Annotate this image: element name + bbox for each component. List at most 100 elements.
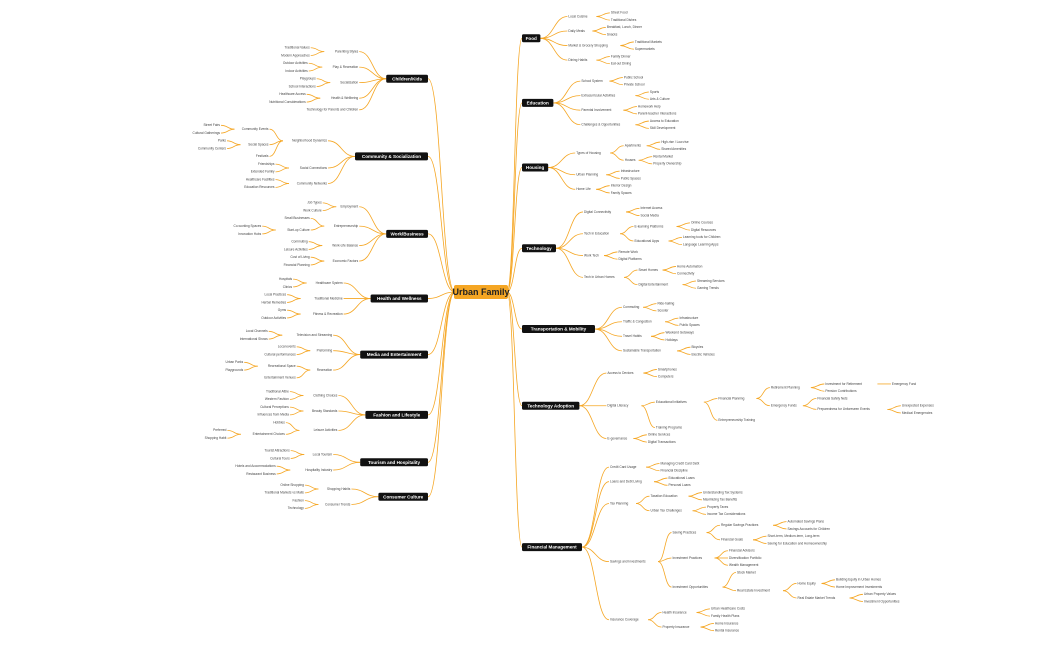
- node-arts-culture[interactable]: Arts & Culture: [650, 97, 670, 101]
- node-preparedness-for-unforeseen-events[interactable]: Preparedness for Unforeseen Events: [817, 407, 870, 411]
- node-work-life-balance[interactable]: Work-Life Balance: [332, 243, 358, 247]
- node-shopping-habits[interactable]: Shopping Habits: [327, 487, 351, 491]
- node-fitness-recreation[interactable]: Fitness & Recreation: [313, 312, 343, 316]
- node-outdoor-activities[interactable]: Outdoor Activities: [261, 316, 286, 320]
- node-gaming-trends[interactable]: Gaming Trends: [697, 286, 719, 290]
- node-home-improvement-investments[interactable]: Home Improvement Investments: [836, 585, 882, 589]
- node-family-spaces[interactable]: Family Spaces: [611, 191, 632, 195]
- node-shared-amenities[interactable]: Shared Amenities: [661, 147, 686, 151]
- node-clinics[interactable]: Clinics: [283, 285, 293, 289]
- node-gyms[interactable]: Gyms: [278, 308, 287, 312]
- node-tourist-attractions[interactable]: Tourist Attractions: [265, 449, 291, 453]
- branch-children-kids[interactable]: Children/Kids: [386, 74, 428, 83]
- node-outdoor-activities[interactable]: Outdoor Activities: [283, 61, 308, 65]
- node-property-ownership[interactable]: Property Ownership: [653, 162, 681, 166]
- node-family-dinner[interactable]: Family Dinner: [611, 54, 632, 58]
- node-neighborhood-dynamics[interactable]: Neighborhood Dynamics: [292, 139, 327, 143]
- node-emergency-funds[interactable]: Emergency Funds: [771, 404, 797, 408]
- node-shopping-habit[interactable]: Shopping Habit: [205, 436, 227, 440]
- node-socialization[interactable]: Socialization: [340, 81, 358, 85]
- node-eat-out-dining[interactable]: Eat-out Dining: [611, 62, 631, 66]
- node-economic-factors[interactable]: Economic Factors: [333, 259, 359, 263]
- node-skill-development[interactable]: Skill Development: [650, 126, 676, 130]
- node-consumer-trends[interactable]: Consumer Trends: [325, 502, 351, 506]
- node-health-insurance[interactable]: Health Insurance: [663, 610, 687, 614]
- node-home-insurance[interactable]: Home Insurance: [715, 621, 739, 625]
- node-health-wellbeing[interactable]: Health & Wellbeing: [331, 96, 358, 100]
- node-influences-from-media[interactable]: Influences from Media: [258, 413, 290, 417]
- node-regular-savings-practices[interactable]: Regular Savings Practices: [721, 523, 759, 527]
- node-stock-market[interactable]: Stock Market: [737, 570, 756, 574]
- node-start-up-culture[interactable]: Start-up Culture: [287, 228, 310, 232]
- node-public-school[interactable]: Public School: [624, 75, 644, 79]
- node-traditional-values[interactable]: Traditional Values: [285, 46, 311, 50]
- node-breakfast-lunch-dinner[interactable]: Breakfast, Lunch, Dinner: [607, 25, 643, 29]
- node-infrastructure[interactable]: Infrastructure: [621, 169, 640, 173]
- node-understanding-tax-systems[interactable]: Understanding Tax Systems: [703, 490, 743, 494]
- node-access-to-devices[interactable]: Access to Devices: [607, 371, 633, 375]
- node-types-of-housing[interactable]: Types of Housing: [576, 151, 601, 155]
- node-public-spaces[interactable]: Public Spaces: [680, 323, 701, 327]
- node-cultural-perceptions[interactable]: Cultural Perceptions: [260, 405, 289, 409]
- node-savings-and-investments[interactable]: Savings and Investments: [610, 559, 646, 563]
- node-urban-property-values[interactable]: Urban Property Values: [864, 592, 896, 596]
- node-social-spaces[interactable]: Social Spaces: [248, 143, 269, 147]
- node-digital-platforms[interactable]: Digital Platforms: [619, 257, 643, 261]
- node-challenges-opportunities[interactable]: Challenges & Opportunities: [581, 123, 620, 127]
- node-street-fairs[interactable]: Street Fairs: [204, 123, 221, 127]
- node-unexpected-expenses[interactable]: Unexpected Expenses: [902, 404, 934, 408]
- node-local-events[interactable]: Local events: [278, 345, 296, 349]
- node-leisure-activities[interactable]: Leisure Activities: [314, 428, 338, 432]
- node-online-services[interactable]: Online Services: [648, 433, 671, 437]
- node-healthcare-facilities[interactable]: Healthcare Facilities: [246, 177, 275, 181]
- node-school-system[interactable]: School System: [581, 79, 603, 83]
- node-computers[interactable]: Computers: [658, 375, 674, 379]
- node-beauty-standards[interactable]: Beauty Standards: [312, 409, 338, 413]
- branch-technology-adoption[interactable]: Technology Adoption: [522, 401, 580, 410]
- node-commuting[interactable]: Commuting: [623, 305, 640, 309]
- node-training-programs[interactable]: Training Programs: [656, 425, 683, 429]
- node-hotels-and-accommodations[interactable]: Hotels and Accommodations: [235, 464, 276, 468]
- node-cultural-gatherings[interactable]: Cultural Gatherings: [193, 131, 221, 135]
- node-wealth-management[interactable]: Wealth Management: [729, 563, 758, 567]
- node-online-courses[interactable]: Online Courses: [691, 221, 713, 225]
- node-local-cuisine[interactable]: Local Cuisine: [568, 14, 587, 18]
- node-home-automation[interactable]: Home Automation: [677, 264, 703, 268]
- branch-transportation-mobility[interactable]: Transportation & Mobility: [522, 325, 595, 334]
- node-language-learning-apps[interactable]: Language Learning Apps: [683, 242, 719, 246]
- node-hospitals[interactable]: Hospitals: [279, 277, 293, 281]
- node-investment-for-retirement[interactable]: Investment for Retirement: [825, 382, 862, 386]
- root-node[interactable]: Urban Family: [452, 285, 510, 299]
- node-holidays[interactable]: Holidays: [666, 338, 679, 342]
- node-community-events[interactable]: Community Events: [242, 127, 269, 131]
- node-social-media[interactable]: Social Media: [641, 213, 659, 217]
- node-tech-in-education[interactable]: Tech in Education: [584, 232, 609, 236]
- node-traditional-medicine[interactable]: Traditional Medicine: [314, 296, 343, 300]
- node-insurance-coverage[interactable]: Insurance Coverage: [610, 618, 639, 622]
- node-homework-help[interactable]: Homework Help: [638, 104, 661, 108]
- node-western-fashion[interactable]: Western Fashion: [265, 397, 289, 401]
- node-fashion[interactable]: Fashion: [293, 498, 305, 502]
- node-managing-credit-card-debt[interactable]: Managing Credit Card Debt: [661, 461, 700, 465]
- node-loans-and-debt-living[interactable]: Loans and Debt Living: [610, 480, 642, 484]
- node-commuting[interactable]: Commuting: [291, 240, 308, 244]
- node-private-school[interactable]: Private School: [624, 83, 645, 87]
- node-local-channels[interactable]: Local Channels: [246, 329, 268, 333]
- node-preforming[interactable]: Preforming: [317, 349, 333, 353]
- branch-media-and-entertainment[interactable]: Media and Entertainment: [360, 350, 428, 359]
- node-emergency-fund[interactable]: Emergency Fund: [892, 382, 916, 386]
- node-indoor-activities[interactable]: Indoor Activities: [285, 69, 308, 73]
- node-co-working-spaces[interactable]: Co-working Spaces: [234, 224, 262, 228]
- node-property-taxes[interactable]: Property Taxes: [707, 505, 729, 509]
- node-parenting-styles[interactable]: Parenting Styles: [335, 49, 359, 53]
- branch-technology[interactable]: Technology: [522, 244, 556, 253]
- node-digital-transactions[interactable]: Digital Transactions: [648, 440, 676, 444]
- node-savings-accounts-for-children[interactable]: Savings Accounts for Children: [788, 527, 831, 531]
- node-parks[interactable]: Parks: [218, 139, 227, 143]
- node-travel-habits[interactable]: Travel Habits: [623, 334, 642, 338]
- node-healthcare-access[interactable]: Healthcare Access: [279, 92, 306, 96]
- node-home-equity[interactable]: Home Equity: [798, 581, 817, 585]
- node-social-connections[interactable]: Social Connections: [300, 166, 328, 170]
- node-entrepreneurship[interactable]: Entrepreneurship: [334, 224, 359, 228]
- node-family-health-plans[interactable]: Family Health Plans: [711, 614, 740, 618]
